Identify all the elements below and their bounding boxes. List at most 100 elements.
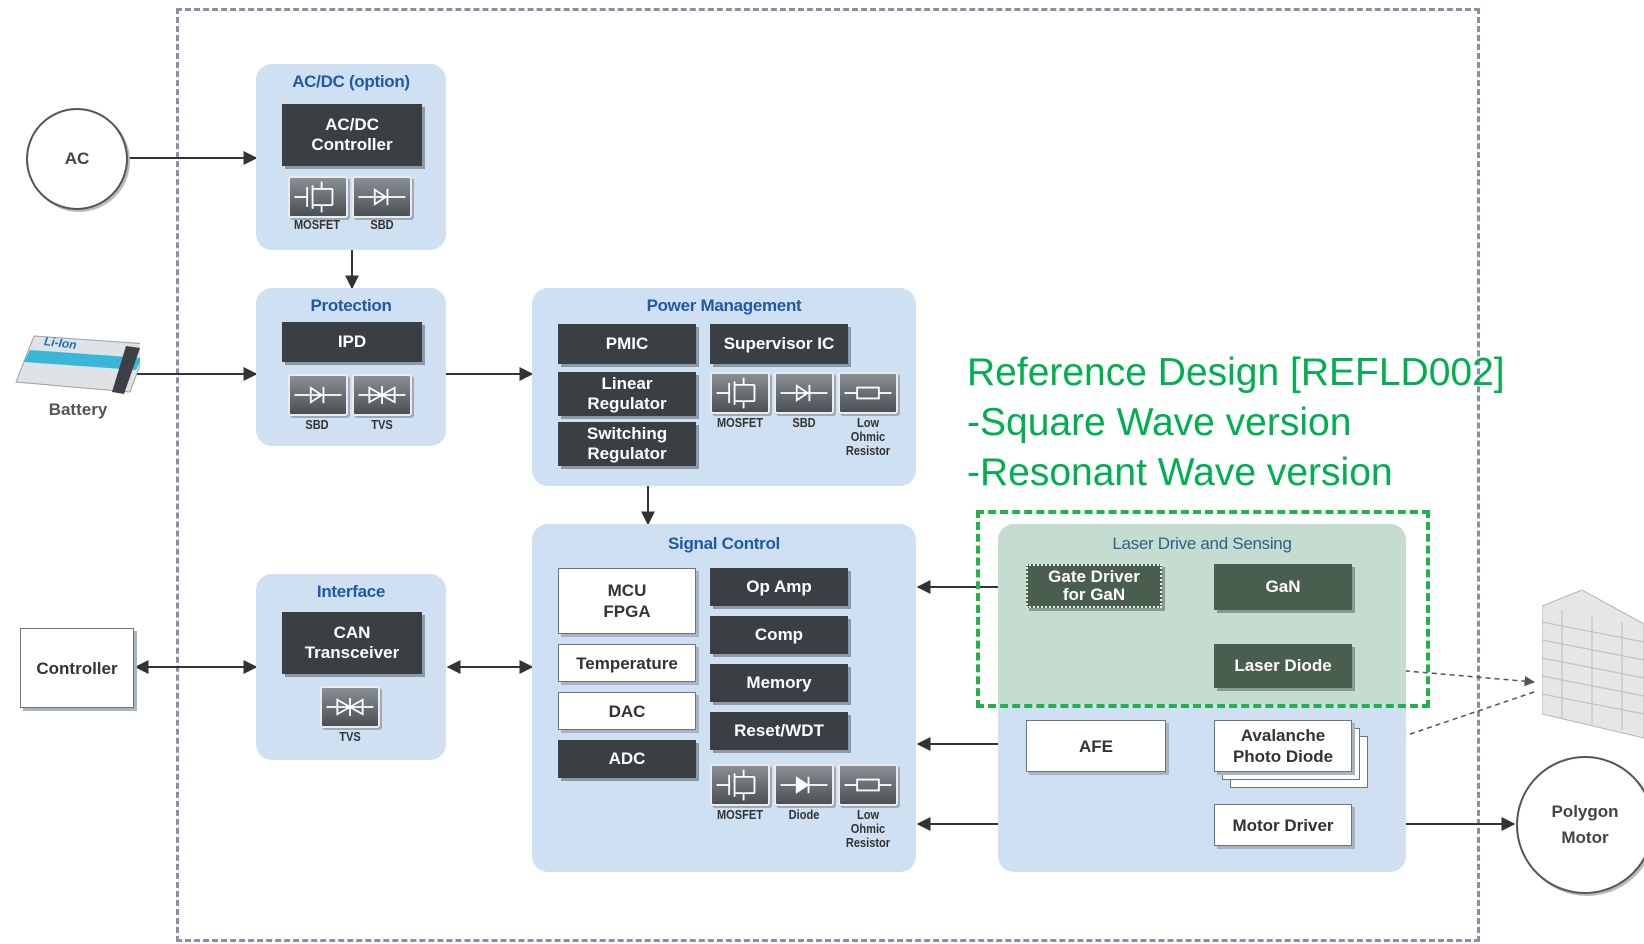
polygon-motor-line-1: Polygon [1551, 802, 1619, 821]
protection-sbd-label: SBD [305, 417, 329, 432]
power-resistor-label: Low Ohmic Resistor [839, 416, 897, 458]
op-amp-label: Op Amp [746, 577, 812, 596]
laser-diode-box: Laser Diode [1214, 644, 1352, 688]
target-wall-icon [1541, 589, 1644, 740]
resistor-icon [838, 372, 898, 414]
mosfet-icon [710, 372, 770, 414]
supervisor-label: Supervisor IC [723, 334, 835, 353]
power-resistor-line-2: Ohmic [850, 429, 886, 444]
battery-icon: Li-Ion [8, 330, 149, 400]
reset-wdt-box: Reset/WDT [710, 712, 848, 750]
signal-resistor-line-1: Low [856, 807, 880, 822]
power-resistor-line-1: Low [856, 415, 880, 430]
tvs-icon [320, 686, 380, 728]
comp-label: Comp [754, 625, 804, 644]
signal-diode-label: Diode [788, 807, 820, 822]
controller-label: Controller [36, 658, 118, 678]
motor-driver-label: Motor Driver [1232, 815, 1334, 835]
pmic-label: PMIC [605, 334, 649, 353]
gan-box: GaN [1214, 564, 1352, 610]
adc-label: ADC [608, 749, 646, 768]
mcu-line-2: FPGA [603, 602, 651, 621]
sbd-icon [288, 374, 348, 416]
interface-tvs-label: TVS [339, 729, 361, 744]
reference-design-highlight [976, 510, 1430, 708]
can-line-1: CAN [333, 623, 371, 642]
comp-box: Comp [710, 616, 848, 654]
switching-line-1: Switching [586, 424, 668, 443]
battery-label: Battery [48, 400, 108, 419]
diode-icon [774, 764, 834, 806]
gate-driver-line-2: for GaN [1062, 585, 1126, 604]
power-sbd-label: SBD [792, 415, 816, 430]
external-controller: Controller [20, 628, 134, 708]
ac-source: AC [26, 108, 128, 210]
motor-driver-box: Motor Driver [1214, 804, 1352, 846]
sbd-icon [774, 372, 834, 414]
reset-label: Reset/WDT [734, 721, 824, 740]
memory-label: Memory [746, 673, 812, 692]
group-protection-title: Protection [310, 296, 392, 315]
supervisor-ic-box: Supervisor IC [710, 324, 848, 364]
power-resistor-line-3: Resistor [845, 443, 891, 458]
can-line-2: Transceiver [304, 643, 400, 662]
mcu-line-1: MCU [607, 581, 647, 600]
acdc-mosfet-label: MOSFET [293, 217, 341, 232]
apd-line-2: Photo Diode [1232, 747, 1334, 766]
acdc-controller-line-1: AC/DC [325, 115, 379, 134]
mosfet-icon [710, 764, 770, 806]
mosfet-icon [288, 176, 348, 218]
temperature-box: Temperature [558, 644, 696, 682]
linear-line-2: Regulator [587, 394, 667, 413]
op-amp-box: Op Amp [710, 568, 848, 606]
apd-line-1: Avalanche [1240, 726, 1326, 745]
laser-diode-label: Laser Diode [1234, 656, 1332, 675]
acdc-controller-line-2: Controller [311, 135, 393, 154]
tvs-icon [352, 374, 412, 416]
signal-resistor-line-3: Resistor [845, 835, 891, 850]
dac-label: DAC [608, 701, 646, 721]
switching-line-2: Regulator [587, 444, 667, 463]
group-signal-control: Signal Control MCU FPGA Temperature DAC A… [532, 524, 916, 872]
reference-title: Reference Design [REFLD002] [967, 351, 1505, 394]
gan-label: GaN [1265, 577, 1301, 596]
temperature-label: Temperature [576, 653, 678, 673]
ipd-label: IPD [337, 332, 367, 351]
ac-label: AC [64, 149, 90, 168]
adc-box: ADC [558, 740, 696, 778]
gate-driver-line-1: Gate Driver [1048, 567, 1140, 586]
resistor-icon [838, 764, 898, 806]
group-power-management: Power Management PMIC Supervisor IC Line… [532, 288, 916, 486]
group-acdc-title: AC/DC (option) [292, 72, 410, 91]
dac-box: DAC [558, 692, 696, 730]
protection-tvs-label: TVS [371, 417, 393, 432]
group-interface-title: Interface [316, 582, 386, 601]
group-protection: Protection IPD SBD TVS [256, 288, 446, 446]
afe-box: AFE [1026, 720, 1166, 772]
power-mosfet-label: MOSFET [716, 415, 764, 430]
sbd-icon [352, 176, 412, 218]
group-signal-title: Signal Control [668, 534, 780, 553]
group-power-title: Power Management [646, 296, 802, 315]
group-laser-title: Laser Drive and Sensing [1112, 534, 1292, 553]
pmic-box: PMIC [558, 324, 696, 364]
signal-resistor-line-2: Ohmic [850, 821, 886, 836]
ipd-box: IPD [282, 322, 422, 362]
reference-square-wave: -Square Wave version [967, 401, 1352, 444]
mcu-fpga-box: MCU FPGA [558, 568, 696, 634]
polygon-motor-line-2: Motor [1561, 828, 1609, 847]
reference-resonant-wave: -Resonant Wave version [967, 451, 1393, 494]
memory-box: Memory [710, 664, 848, 702]
signal-mosfet-label: MOSFET [716, 807, 764, 822]
signal-resistor-label: Low Ohmic Resistor [839, 808, 897, 850]
